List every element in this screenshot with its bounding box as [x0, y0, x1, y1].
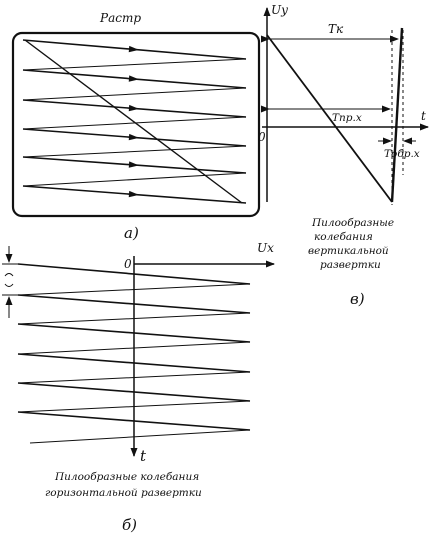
vertical-caption-line3: вертикальной	[308, 245, 389, 257]
horizontal-return-line	[29, 429, 251, 444]
horizontal-return-line	[17, 283, 251, 296]
horizontal-return-line	[17, 400, 251, 413]
vertical-origin-label: 0	[258, 130, 266, 144]
horizontal-caption-line2: горизонтальной развертки	[45, 487, 202, 499]
horizontal-return-line	[17, 312, 251, 325]
horizontal-ux-axis-label: Ux	[257, 241, 274, 255]
vertical-panel-label: в)	[350, 290, 365, 308]
raster-return-line	[22, 145, 247, 158]
raster-forward-arrow	[128, 45, 139, 53]
raster-panel-label: а)	[124, 224, 139, 242]
vertical-sawtooth-forward-stroke	[266, 34, 393, 203]
raster-forward-arrow	[128, 161, 139, 168]
vertical-caption-line2: колебания	[314, 231, 373, 243]
raster-return-line	[22, 87, 247, 101]
horizontal-return-line	[17, 371, 251, 384]
horizontal-origin-label: 0	[124, 257, 132, 271]
horizontal-forward-line	[17, 353, 251, 373]
horizontal-forward-line	[17, 323, 251, 343]
horizontal-dimension-glyph	[4, 273, 14, 287]
raster-panel: Растр а)	[11, 11, 261, 242]
vertical-caption-line1: Пилообразные	[311, 217, 394, 229]
raster-forward-arrow	[128, 190, 139, 198]
raster-return-line	[22, 58, 247, 71]
raster-forward-arrow	[128, 133, 139, 141]
raster-scan-lines	[22, 39, 247, 204]
vertical-forward-label: Tпр.x	[332, 112, 362, 124]
vertical-period-label: Tк	[328, 22, 344, 36]
vertical-time-axis-label: t	[421, 109, 426, 123]
vertical-sweep-panel: Uy t 0 Tк Tпр.x Tобр.x Пилообразные коле…	[258, 3, 429, 308]
vertical-uy-axis-label: Uy	[271, 3, 288, 17]
horizontal-sweep-panel: Ux 0 t Пилообразные колебания горизонтал…	[2, 241, 275, 534]
horizontal-forward-line	[17, 382, 251, 402]
vertical-sawtooth-return-stroke	[390, 27, 404, 203]
raster-forward-arrow	[128, 75, 139, 82]
horizontal-sawtooth-lines	[17, 263, 251, 444]
horizontal-caption-line1: Пилообразные колебания	[54, 471, 199, 483]
raster-frame	[11, 31, 261, 218]
horizontal-forward-line	[17, 294, 251, 314]
horizontal-time-axis-label: t	[140, 447, 147, 465]
vertical-caption-line4: развертки	[320, 259, 381, 271]
horizontal-forward-line	[17, 263, 251, 285]
horizontal-forward-line	[17, 411, 251, 431]
raster-return-line	[22, 172, 247, 187]
raster-title: Растр	[99, 11, 141, 25]
vertical-return-label: Tобр.x	[384, 148, 420, 160]
raster-forward-arrow	[128, 104, 139, 112]
horizontal-panel-label: б)	[122, 516, 137, 534]
raster-diagonal-line	[24, 39, 243, 204]
horizontal-return-line	[17, 341, 251, 355]
